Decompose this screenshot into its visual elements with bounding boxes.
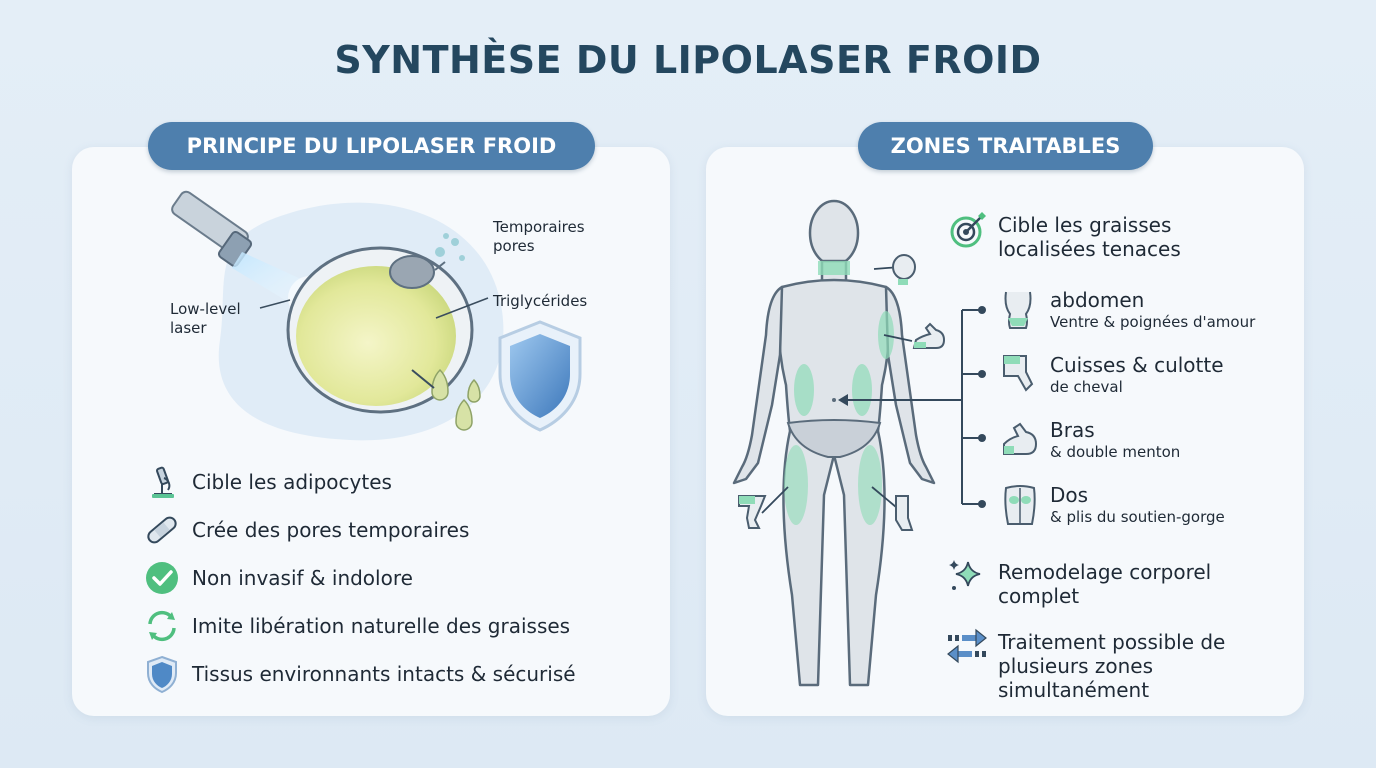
feature-label: Imite libération naturelle des graisses	[192, 614, 571, 638]
target-label: Cible les graisses localisées tenaces	[998, 213, 1181, 261]
bicep-icon	[912, 322, 946, 349]
leg-icon	[738, 495, 767, 529]
leg-icon	[895, 495, 914, 531]
zone-title: Bras	[1050, 418, 1095, 442]
target-icon	[950, 212, 986, 248]
feature-item: Imite libération naturelle des graisses	[142, 606, 570, 646]
triglycerides-label: Triglycérides	[493, 292, 588, 310]
check-circle-icon	[146, 562, 178, 594]
feature-item: Tissus environnants intacts & sécurisé	[142, 654, 576, 694]
body-figure	[732, 199, 936, 687]
zone-subtitle: & double menton	[1050, 443, 1181, 461]
page-title: SYNTHÈSE DU LIPOLASER FROID	[334, 38, 1042, 82]
multi-label: Traitement possible de plusieurs zones s…	[998, 630, 1226, 702]
abdomen-icon	[1004, 291, 1032, 329]
remodel-label: Remodelage corporel complet	[998, 560, 1212, 608]
feature-item: Cible les adipocytes	[142, 462, 392, 502]
arm-icon	[1003, 422, 1038, 455]
recycle-icon	[148, 610, 176, 642]
laser-label: Low-level laser	[170, 300, 241, 337]
zone-title: Dos	[1050, 483, 1089, 507]
fat-cell-diagram	[171, 190, 582, 441]
microscope-icon	[152, 466, 174, 498]
shield-icon	[498, 320, 582, 432]
zone-subtitle: de cheval	[1050, 378, 1123, 396]
zone-title: abdomen	[1050, 288, 1145, 312]
zones-heading: ZONES TRAITABLES	[858, 122, 1153, 170]
back-icon	[1004, 485, 1036, 525]
zone-subtitle: & plis du soutien-gorge	[1050, 508, 1225, 526]
thigh-icon	[1003, 355, 1034, 392]
pores-label: Temporaires pores	[493, 218, 585, 255]
feature-label: Crée des pores temporaires	[192, 518, 470, 542]
zone-subtitle: Ventre & poignées d'amour	[1050, 313, 1256, 331]
feature-item: Crée des pores temporaires	[142, 510, 469, 550]
shield-icon	[147, 655, 177, 694]
zone-title: Cuisses & culotte	[1050, 353, 1224, 377]
sparkle-icon	[949, 560, 981, 590]
feature-item: Non invasif & indolore	[142, 558, 413, 598]
feature-label: Cible les adipocytes	[192, 470, 392, 494]
feature-label: Non invasif & indolore	[192, 566, 413, 590]
bandage-icon	[147, 516, 177, 544]
feature-label: Tissus environnants intacts & sécurisé	[192, 662, 576, 686]
zones-bracket	[838, 306, 986, 508]
face-icon	[892, 254, 916, 285]
arrows-icon	[947, 628, 987, 664]
principle-heading: PRINCIPE DU LIPOLASER FROID	[148, 122, 595, 170]
